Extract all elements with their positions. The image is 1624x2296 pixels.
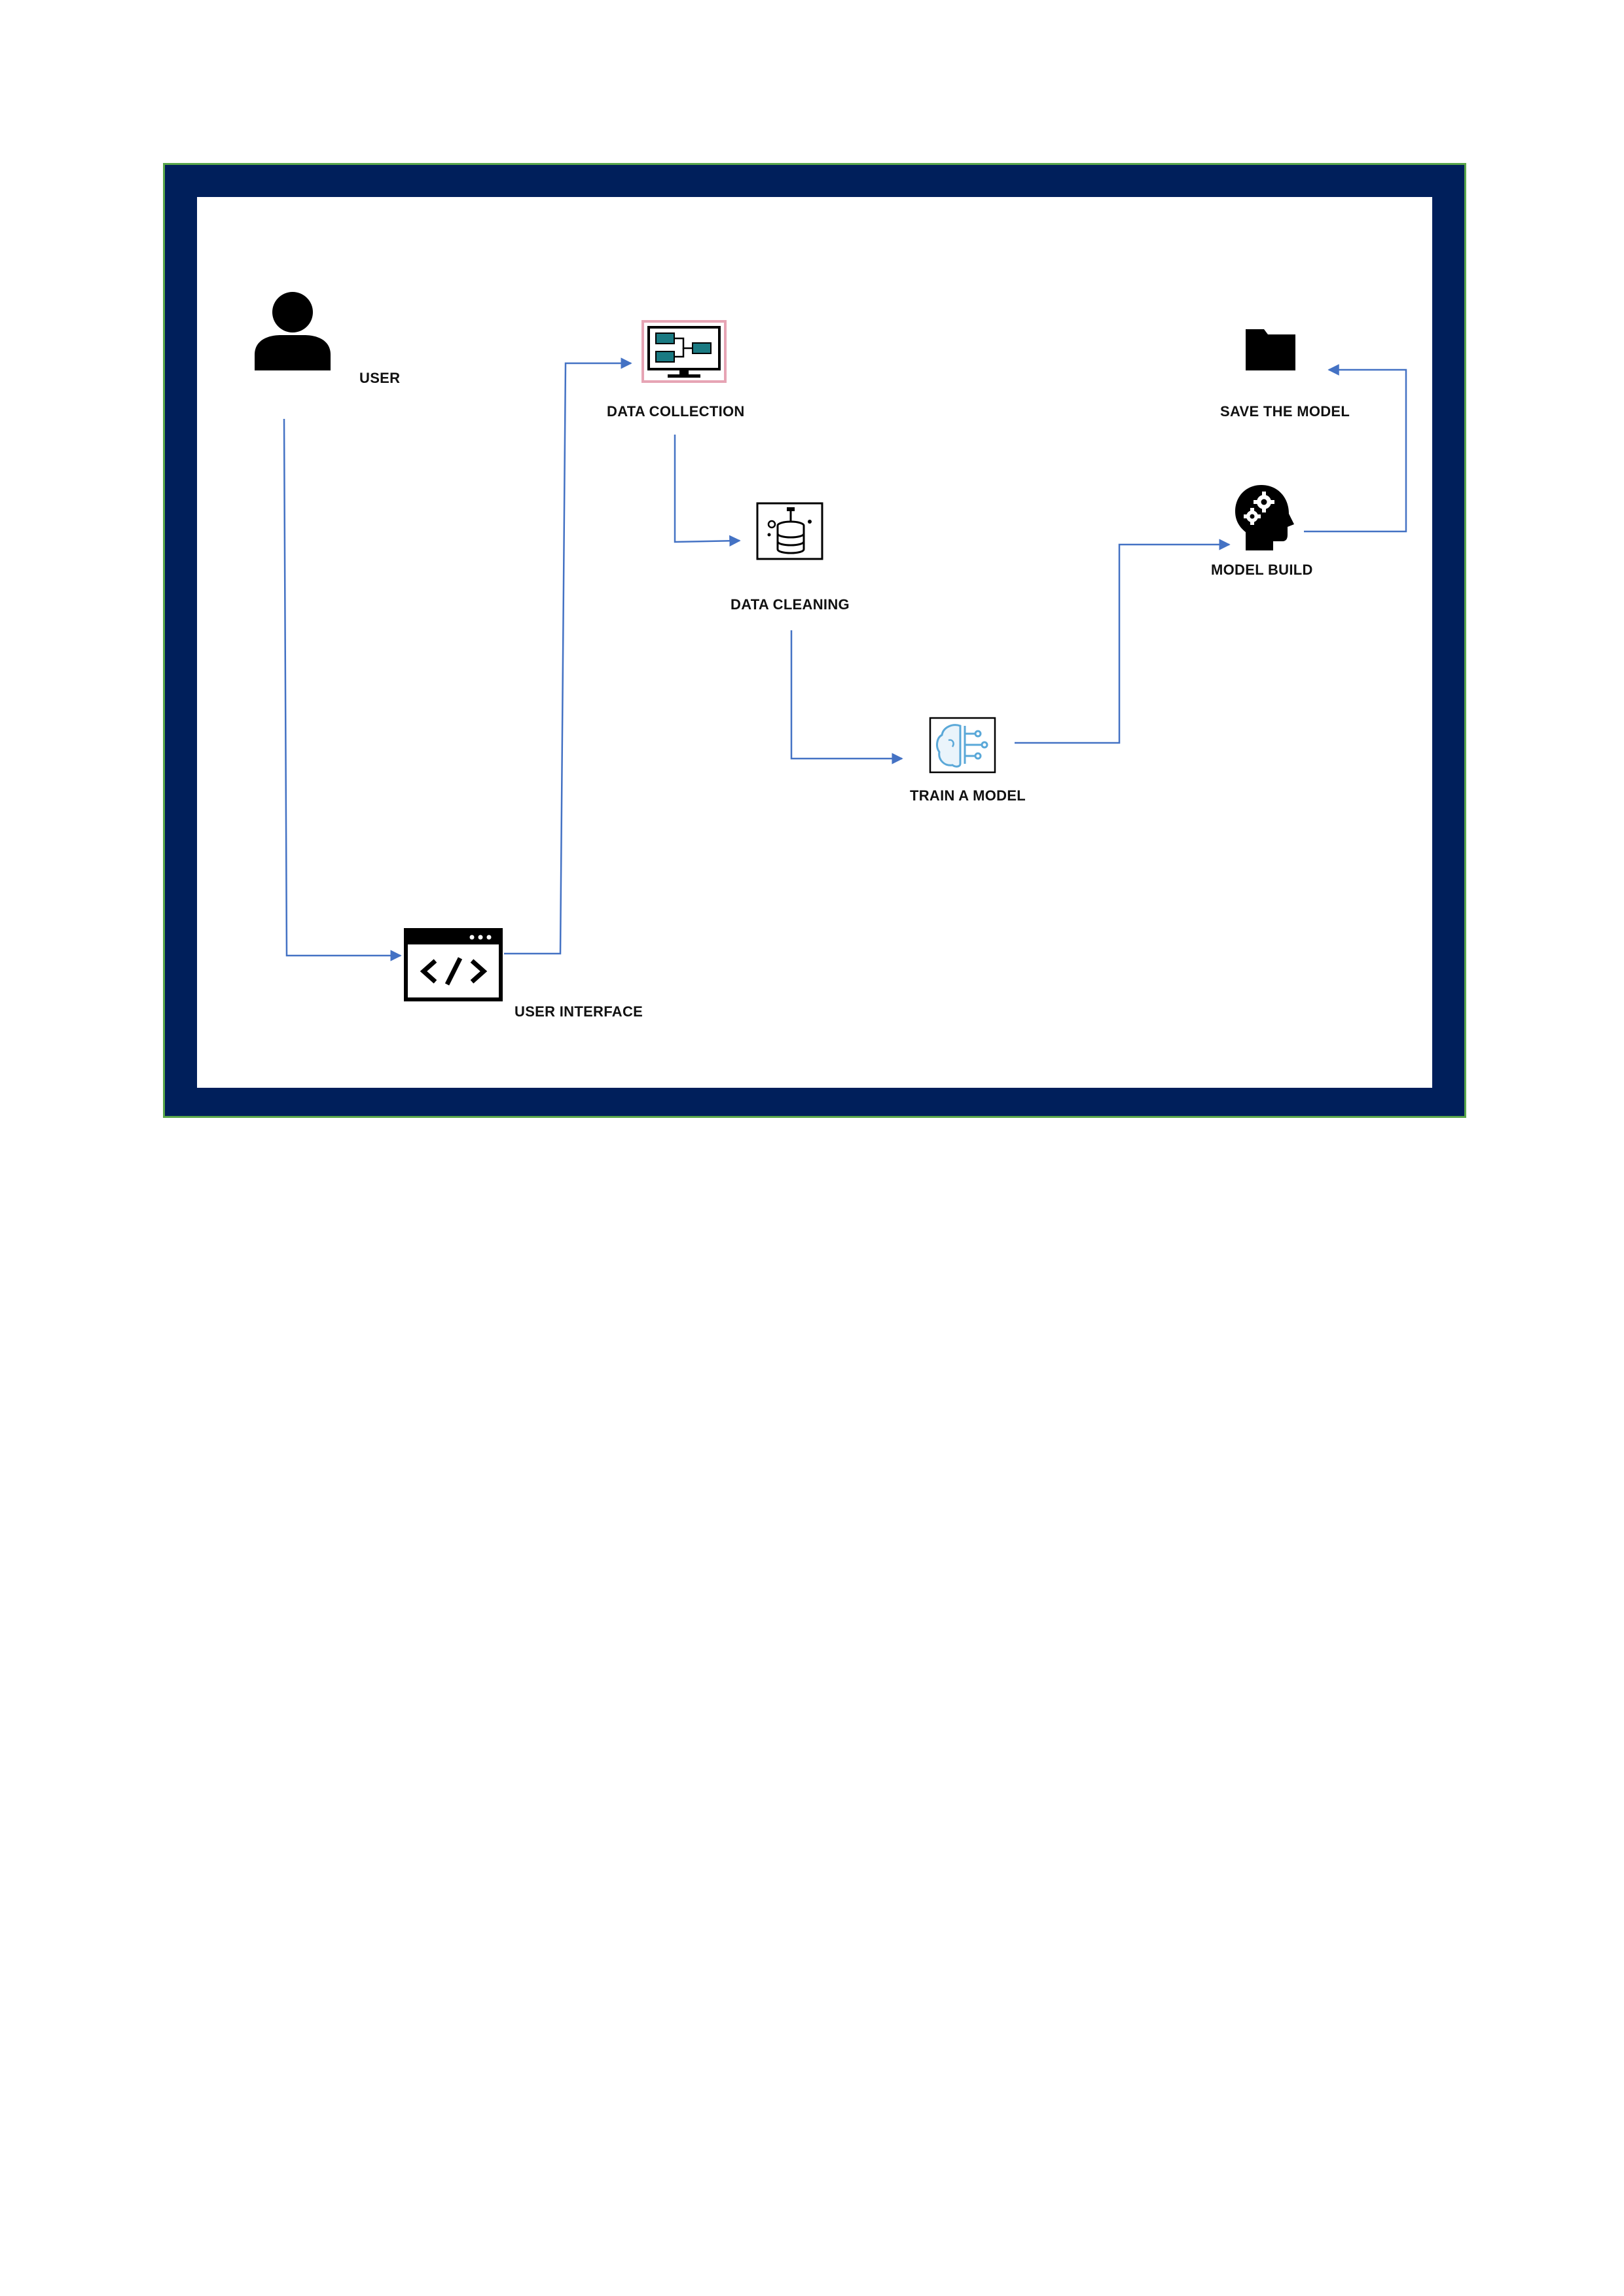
node-label-data-collection: DATA COLLECTION (607, 403, 745, 420)
code-window-icon (404, 928, 503, 1001)
node-label-model-build: MODEL BUILD (1211, 562, 1313, 578)
person-icon (255, 292, 331, 370)
node-label-save-the-model: SAVE THE MODEL (1220, 403, 1350, 420)
node-label-data-cleaning: DATA CLEANING (731, 596, 850, 613)
ai-brain-icon (929, 717, 996, 774)
folder-icon (1246, 329, 1295, 370)
database-cleaning-icon (756, 502, 823, 560)
node-label-train-a-model: TRAIN A MODEL (910, 787, 1026, 804)
network-monitor-icon (641, 320, 727, 383)
node-label-user: USER (359, 370, 401, 386)
head-gears-icon (1235, 485, 1294, 550)
node-label-user-interface: USER INTERFACE (514, 1003, 643, 1020)
